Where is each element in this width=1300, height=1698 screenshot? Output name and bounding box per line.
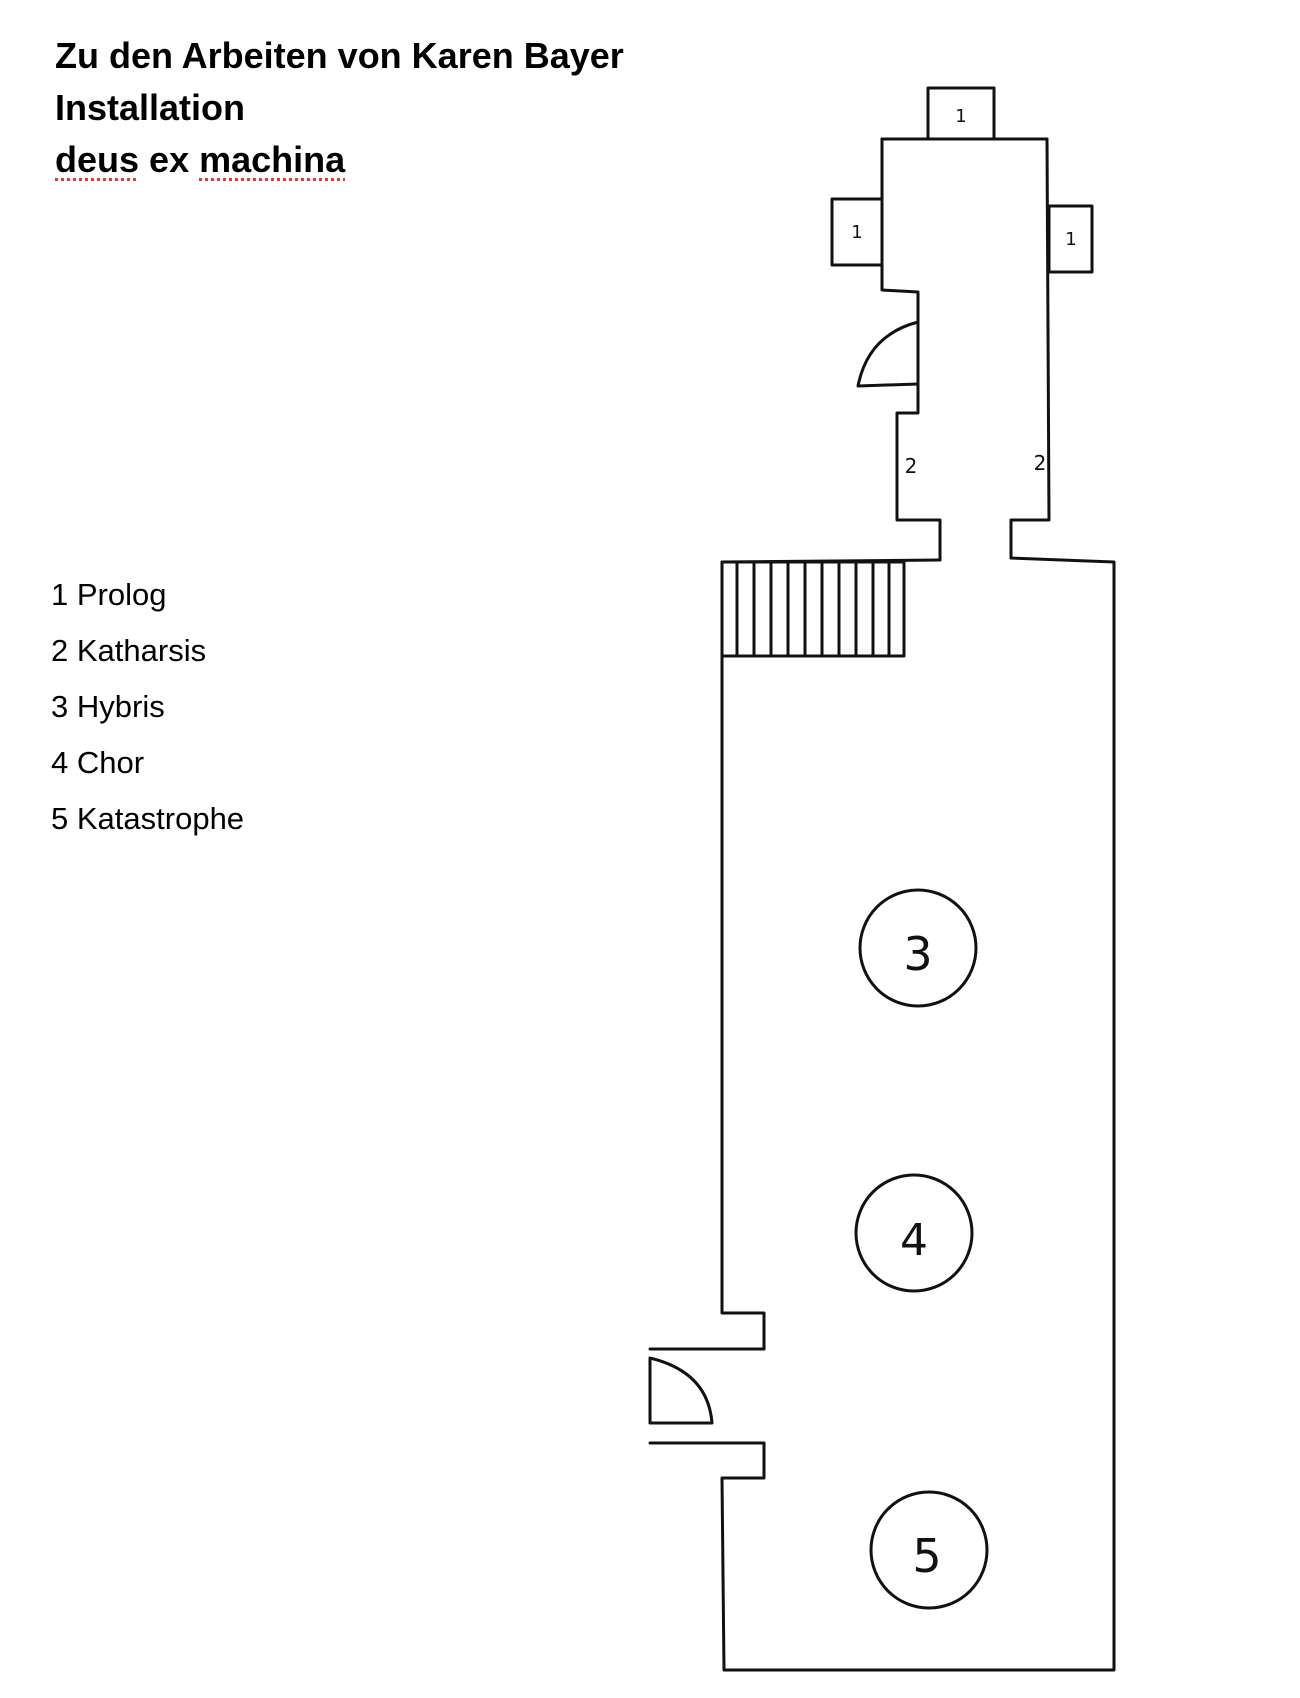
station-hybris-circle	[858, 888, 978, 1008]
station-chor-circle	[854, 1173, 974, 1293]
title-word-deus: deus	[55, 139, 140, 180]
legend-label: Prolog	[76, 577, 167, 612]
staircase-frame	[720, 560, 906, 658]
legend-item-katastrophe: 5 Katastrophe	[51, 798, 244, 854]
prolog-niche-right	[1047, 204, 1094, 274]
upper-room-left-wall	[880, 137, 942, 562]
upper-room-right-wall	[1009, 137, 1051, 560]
legend-number: 1	[51, 577, 69, 612]
prolog-niche-left	[830, 197, 884, 267]
upper-room	[830, 86, 1094, 562]
legend-label: Chor	[76, 745, 145, 780]
legend: 1 Prolog 2 Katharsis 3 Hybris 4 Chor 5 K…	[51, 574, 244, 854]
katharsis-marker-left: 2	[905, 454, 918, 478]
title-work: deus ex machina	[55, 134, 624, 186]
title-installation: Installation	[55, 87, 246, 128]
upper-door-swing	[856, 320, 920, 388]
station-katastrophe-label: 5	[912, 1529, 941, 1583]
legend-number: 3	[51, 689, 69, 724]
legend-label: Hybris	[76, 689, 165, 724]
staircase-steps	[735, 560, 891, 658]
prolog-marker-left: 1	[851, 222, 862, 243]
title-block: Zu den Arbeiten von Karen Bayer Installa…	[55, 30, 624, 186]
prolog-marker-right: 1	[1065, 229, 1076, 250]
legend-item-hybris: 3 Hybris	[51, 686, 244, 742]
station-chor-label: 4	[900, 1215, 928, 1266]
plan-labels: 1 1 1 2 2 3 4 5	[851, 106, 1076, 1583]
legend-label: Katastrophe	[76, 801, 245, 836]
prolog-marker-top: 1	[955, 106, 966, 127]
legend-item-katharsis: 2 Katharsis	[51, 630, 244, 686]
main-hall	[648, 556, 1116, 1672]
prolog-niche-top	[926, 86, 996, 141]
legend-item-chor: 4 Chor	[51, 742, 244, 798]
title-word-ex: ex	[149, 139, 190, 180]
entrance-door-swing	[648, 1356, 714, 1425]
legend-number: 5	[51, 801, 69, 836]
katharsis-marker-right: 2	[1034, 451, 1047, 475]
legend-item-prolog: 1 Prolog	[51, 574, 244, 630]
main-hall-walls	[720, 556, 1116, 1672]
station-katastrophe-circle	[869, 1490, 989, 1610]
title-word-machina: machina	[199, 139, 346, 180]
station-hybris-label: 3	[903, 927, 932, 981]
legend-number: 2	[51, 633, 69, 668]
legend-number: 4	[51, 745, 69, 780]
title-artist: Zu den Arbeiten von Karen Bayer	[55, 35, 624, 76]
legend-label: Katharsis	[76, 633, 207, 668]
